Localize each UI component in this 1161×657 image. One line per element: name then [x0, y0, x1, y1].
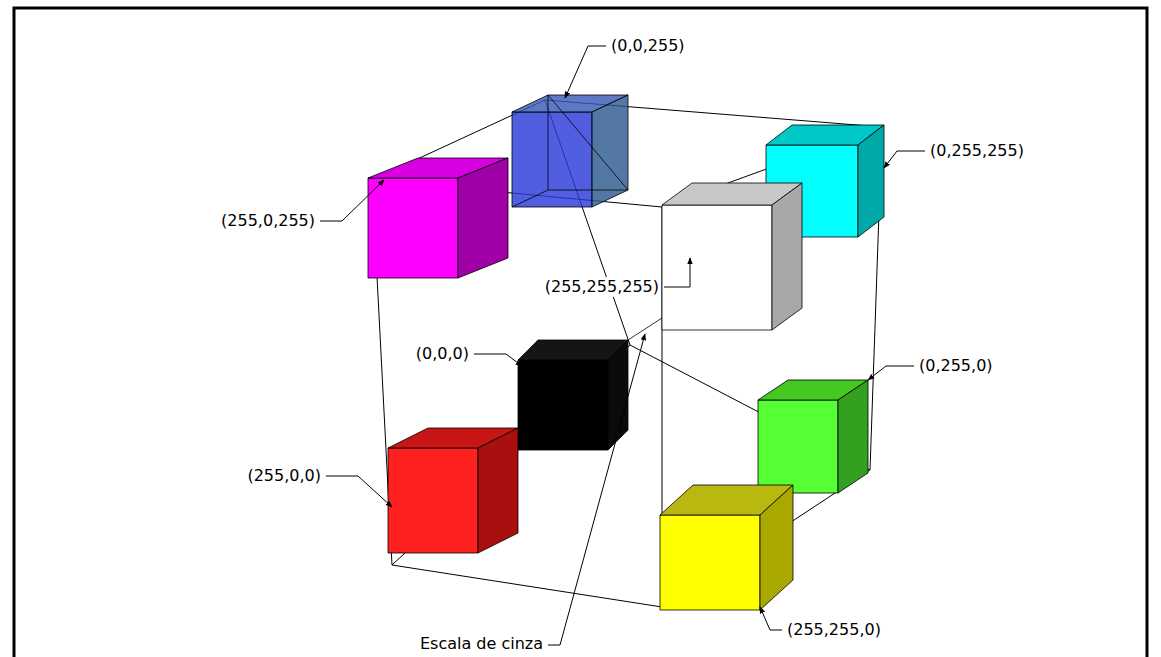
green-cube — [758, 380, 868, 493]
frame — [14, 8, 1147, 657]
color-value-label: (0,0,0) — [415, 344, 470, 364]
color-value-label: (255,0,255) — [220, 211, 316, 231]
yellow-cube — [660, 485, 793, 610]
color-value-label: (255,255,255) — [544, 277, 660, 297]
black-cube — [518, 340, 628, 450]
grayscale-diagonal — [628, 318, 662, 340]
color-value-label: (255,0,0) — [246, 466, 322, 486]
grayscale-label: Escala de cinza — [419, 634, 544, 654]
color-cubes — [368, 95, 884, 610]
red-cube — [388, 428, 518, 553]
white-cube — [662, 183, 802, 330]
color-value-label: (0,0,255) — [610, 36, 686, 56]
color-value-label: (255,255,0) — [786, 620, 882, 640]
blue-cube — [512, 95, 628, 207]
leader-lines — [320, 46, 925, 645]
color-value-label: (0,255,0) — [918, 356, 994, 376]
color-value-label: (0,255,255) — [929, 141, 1025, 161]
magenta-cube — [368, 158, 508, 278]
